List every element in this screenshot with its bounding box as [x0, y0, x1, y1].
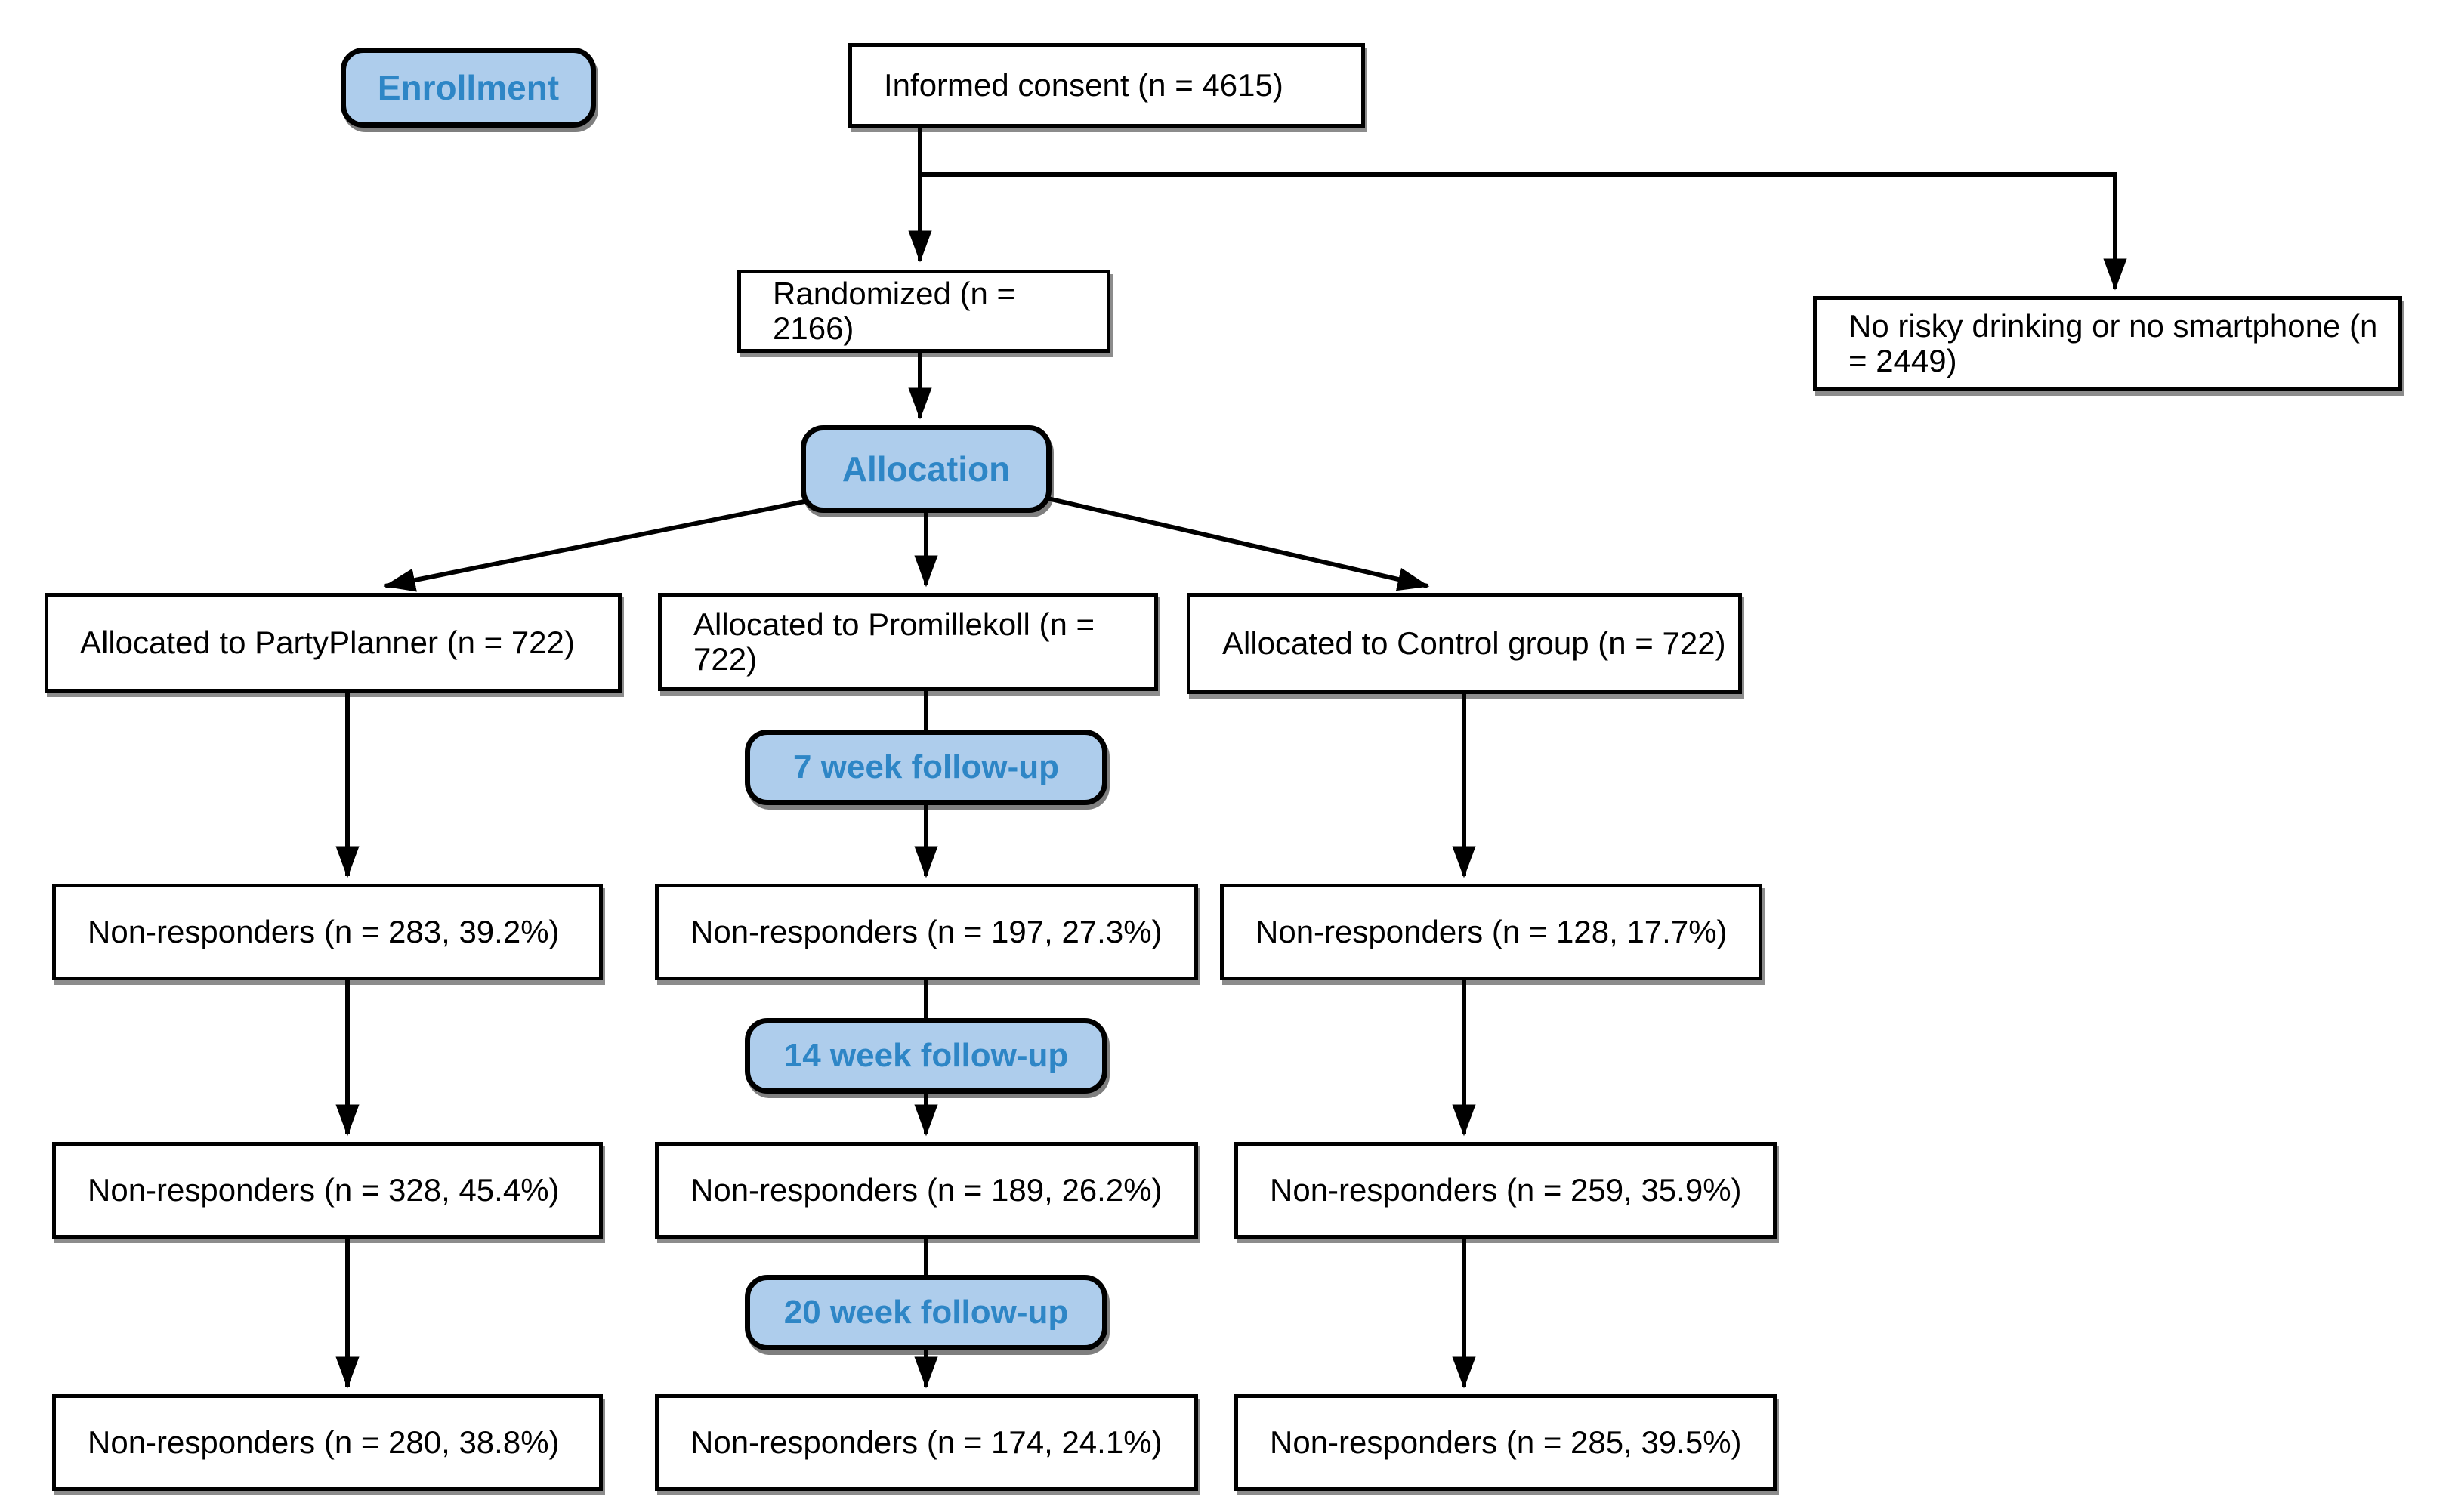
node-nonresponders-week20-partyplanner: Non-responders (n = 280, 38.8%): [52, 1394, 603, 1491]
node-allocated-control: Allocated to Control group (n = 722): [1187, 593, 1742, 694]
node-randomized: Randomized (n = 2166): [737, 270, 1110, 353]
stage-followup-14week: 14 week follow-up: [745, 1018, 1107, 1094]
stage-followup-7week: 7 week follow-up: [745, 730, 1107, 805]
node-nonresponders-week20-control: Non-responders (n = 285, 39.5%): [1234, 1394, 1777, 1491]
node-nonresponders-week14-partyplanner: Non-responders (n = 328, 45.4%): [52, 1142, 603, 1239]
stage-allocation: Allocation: [801, 425, 1052, 513]
arrow-informed-to-excluded: [920, 172, 2127, 291]
stage-enrollment: Enrollment: [341, 48, 596, 128]
stage-followup-20week: 20 week follow-up: [745, 1275, 1107, 1350]
node-allocated-partyplanner: Allocated to PartyPlanner (n = 722): [45, 593, 622, 693]
arrow-allocation-to-partyplanner: [383, 498, 813, 592]
node-nonresponders-week14-control: Non-responders (n = 259, 35.9%): [1234, 1142, 1777, 1239]
node-nonresponders-week20-promillekoll: Non-responders (n = 174, 24.1%): [655, 1394, 1198, 1491]
node-nonresponders-week7-promillekoll: Non-responders (n = 197, 27.3%): [655, 884, 1198, 980]
node-nonresponders-week14-promillekoll: Non-responders (n = 189, 26.2%): [655, 1142, 1198, 1239]
arrow-allocation-to-control: [1047, 496, 1430, 591]
node-allocated-promillekoll: Allocated to Promillekoll (n = 722): [658, 593, 1158, 691]
node-nonresponders-week7-partyplanner: Non-responders (n = 283, 39.2%): [52, 884, 603, 980]
node-informed-consent: Informed consent (n = 4615): [848, 43, 1365, 128]
node-nonresponders-week7-control: Non-responders (n = 128, 17.7%): [1220, 884, 1762, 980]
node-excluded: No risky drinking or no smartphone (n = …: [1813, 296, 2402, 391]
